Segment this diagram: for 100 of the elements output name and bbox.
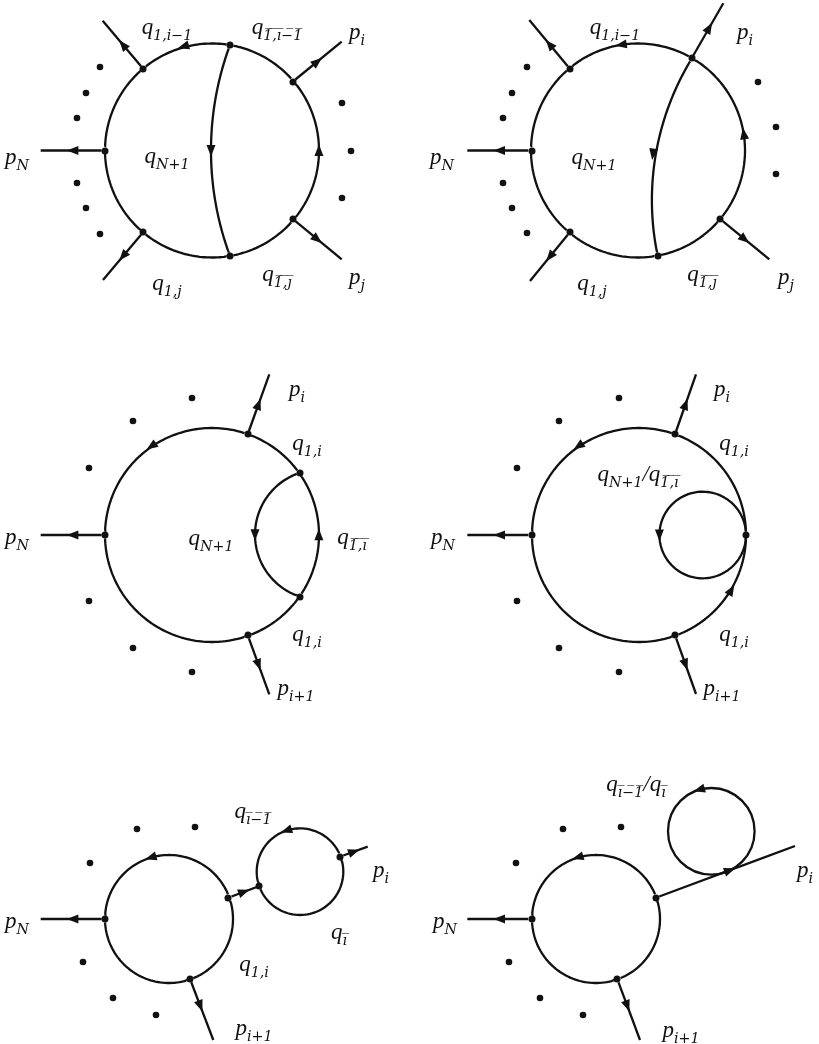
line <box>192 899 235 980</box>
vertex-dot <box>226 41 234 49</box>
arrow <box>617 981 642 1041</box>
vertex-dot <box>296 593 304 601</box>
propagator-label: q$_{1,i}$ <box>291 620 323 649</box>
edge-label: p$_{N}$ <box>430 523 456 552</box>
line <box>620 900 662 980</box>
edge-label: p$_{N}$ <box>4 523 30 552</box>
vertex-dot <box>336 853 344 861</box>
vertex-dot <box>139 228 147 236</box>
vertex-dot <box>716 215 724 223</box>
arrow <box>693 58 750 218</box>
edge-label: p$_{i}$ <box>347 18 367 47</box>
edge-label: p$_{N}$ <box>4 143 30 172</box>
vertex-dot <box>101 531 109 539</box>
arrow <box>530 851 657 917</box>
line <box>660 220 719 257</box>
arrow <box>247 637 271 695</box>
arrow <box>250 472 298 597</box>
arrow <box>144 40 227 68</box>
vertex-dot <box>613 975 621 983</box>
arrow <box>658 844 796 898</box>
edge-label: p$_{i+1}$ <box>276 674 316 703</box>
vertex-dot <box>289 215 297 223</box>
line <box>529 69 568 148</box>
propagator-label: q$_{1̅,̅j̅}$ <box>686 260 718 289</box>
vertex-dot <box>528 531 536 539</box>
vertex-dot <box>226 252 234 260</box>
edge-label: p$_{i+1}$ <box>234 1014 274 1043</box>
line <box>250 598 299 636</box>
edge-label: p$_{i}$ <box>712 375 732 404</box>
propagator-label: q$_{1̅,̅i̅}$ <box>336 523 368 552</box>
arrow <box>300 475 324 595</box>
edge-label: p$_{N}$ <box>4 907 30 936</box>
arrow <box>722 220 771 261</box>
vertex-dot <box>139 65 147 73</box>
edge-label: p$_{j}$ <box>348 263 366 292</box>
edge-label: p$_{i}$ <box>287 375 307 404</box>
vertex-dot <box>101 915 109 923</box>
edge-label: p$_{i+1}$ <box>661 1016 701 1044</box>
arrow <box>529 234 569 282</box>
arrow <box>342 845 369 858</box>
arrow <box>101 19 142 68</box>
line <box>145 233 228 259</box>
arrow <box>206 47 230 254</box>
arrow <box>294 82 324 218</box>
arrow <box>654 490 747 580</box>
vertex-dot <box>566 228 574 236</box>
propagator-label: q$_{i̅−̅1̅}$ <box>233 797 273 826</box>
propagator-label: q$_{N+1}$ <box>570 143 618 172</box>
arrow <box>190 981 215 1041</box>
propagator-label: q$_{1,i}$ <box>718 429 750 458</box>
line <box>530 538 673 644</box>
line <box>233 221 293 257</box>
line <box>571 233 655 259</box>
vertex-dot <box>688 54 696 62</box>
propagator-label: q$_{N+1}$ <box>187 524 235 553</box>
arrow <box>294 40 343 81</box>
vertex-dot <box>652 894 660 902</box>
edge-label: p$_{i}$ <box>735 18 755 47</box>
vertex-dot <box>244 430 252 438</box>
propagator-label: q$_{1,i}$ <box>291 429 323 458</box>
propagator-label: q$_{i̅}$ <box>329 918 349 947</box>
vertex-dot <box>742 531 750 539</box>
arrow <box>255 824 341 884</box>
line <box>529 153 568 232</box>
propagator-label: q$_{1,j}$ <box>576 269 608 298</box>
line <box>103 153 142 231</box>
line <box>232 44 292 80</box>
line <box>103 70 142 148</box>
arrow <box>40 914 102 924</box>
propagator-label: q$_{N+1}$/q$_{1̅,̅i̅}$ <box>596 460 680 489</box>
arrow <box>40 530 102 540</box>
propagator-label: q$_{1,i}$ <box>238 950 270 979</box>
arrow <box>467 146 529 155</box>
line <box>103 922 188 985</box>
vertex-dot <box>654 252 662 260</box>
vertex-dot <box>671 430 679 438</box>
arrow <box>294 220 343 261</box>
arrow <box>649 60 692 254</box>
arrow <box>675 637 698 695</box>
line <box>259 858 345 917</box>
propagator-label: q$_{N+1}$ <box>143 142 191 171</box>
arrow <box>571 39 690 68</box>
line <box>250 434 299 472</box>
arrow <box>530 426 673 533</box>
arrow <box>467 530 529 540</box>
arrow <box>247 373 271 432</box>
arrow <box>692 2 725 56</box>
propagator-label: q$_{1̅,̅j̅}$ <box>261 260 293 289</box>
edge-label: p$_{j}$ <box>777 263 795 292</box>
vertex-dot <box>566 65 574 73</box>
line <box>103 538 246 644</box>
propagator-label: q$_{1,j}$ <box>151 269 183 298</box>
line <box>530 922 615 985</box>
vertex-dot <box>296 469 304 477</box>
vertex-dot <box>255 882 263 890</box>
arrow <box>231 886 257 898</box>
vertex-dot <box>101 147 109 154</box>
arrow <box>467 914 529 924</box>
